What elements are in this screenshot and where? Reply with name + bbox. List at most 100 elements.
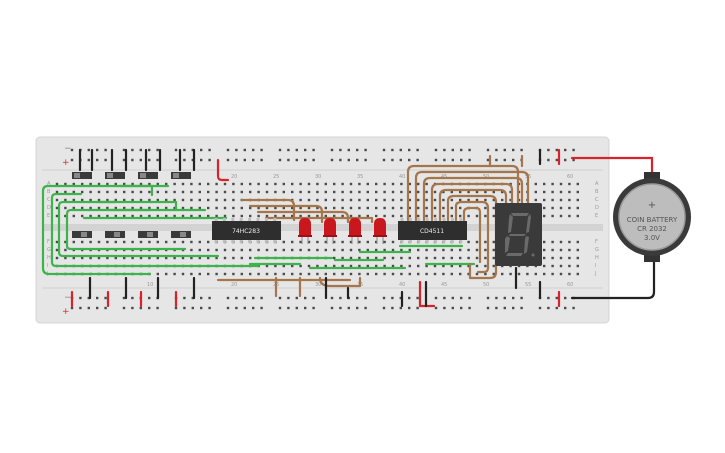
breadboard-hole[interactable] (148, 306, 151, 310)
breadboard-hole[interactable] (425, 264, 428, 268)
breadboard-hole[interactable] (450, 248, 453, 252)
switch-knob[interactable] (114, 232, 120, 237)
breadboard-hole[interactable] (341, 190, 344, 194)
breadboard-hole[interactable] (249, 272, 252, 276)
breadboard-hole[interactable] (55, 190, 59, 194)
breadboard-hole[interactable] (207, 182, 210, 186)
breadboard-hole[interactable] (425, 256, 428, 260)
breadboard-hole[interactable] (400, 264, 403, 268)
breadboard-hole[interactable] (551, 256, 554, 260)
breadboard-hole[interactable] (543, 206, 546, 210)
breadboard-hole[interactable] (568, 256, 571, 260)
breadboard-hole[interactable] (484, 240, 487, 244)
breadboard-hole[interactable] (122, 306, 126, 310)
breadboard-hole[interactable] (358, 182, 361, 186)
breadboard-hole[interactable] (304, 148, 307, 152)
breadboard-hole[interactable] (190, 256, 193, 260)
breadboard-hole[interactable] (223, 198, 227, 202)
breadboard-hole[interactable] (555, 306, 558, 310)
breadboard-hole[interactable] (64, 240, 67, 244)
breadboard-hole[interactable] (122, 296, 126, 300)
breadboard-hole[interactable] (391, 198, 395, 202)
breadboard-hole[interactable] (198, 256, 201, 260)
breadboard-hole[interactable] (79, 306, 82, 310)
breadboard-hole[interactable] (547, 306, 550, 310)
breadboard-hole[interactable] (399, 158, 402, 162)
breadboard-hole[interactable] (391, 240, 395, 244)
breadboard-hole[interactable] (96, 158, 99, 162)
breadboard-hole[interactable] (551, 264, 554, 268)
breadboard-hole[interactable] (375, 182, 378, 186)
breadboard-hole[interactable] (215, 214, 218, 218)
breadboard-hole[interactable] (274, 190, 277, 194)
breadboard-hole[interactable] (55, 214, 59, 218)
breadboard-hole[interactable] (72, 214, 75, 218)
breadboard-hole[interactable] (243, 296, 246, 300)
breadboard-hole[interactable] (89, 206, 92, 210)
breadboard-hole[interactable] (526, 272, 529, 276)
breadboard-hole[interactable] (291, 264, 294, 268)
breadboard-hole[interactable] (383, 198, 386, 202)
breadboard-hole[interactable] (364, 296, 367, 300)
breadboard-hole[interactable] (89, 190, 92, 194)
breadboard-hole[interactable] (114, 182, 117, 186)
breadboard-hole[interactable] (475, 214, 479, 218)
breadboard-hole[interactable] (265, 214, 269, 218)
breadboard-hole[interactable] (543, 264, 546, 268)
breadboard-hole[interactable] (433, 190, 437, 194)
breadboard-hole[interactable] (391, 256, 395, 260)
breadboard-hole[interactable] (324, 198, 327, 202)
breadboard-hole[interactable] (559, 240, 563, 244)
breadboard-hole[interactable] (450, 256, 453, 260)
breadboard-hole[interactable] (433, 214, 437, 218)
breadboard-hole[interactable] (492, 190, 495, 194)
breadboard-hole[interactable] (484, 248, 487, 252)
breadboard-hole[interactable] (249, 214, 252, 218)
breadboard-hole[interactable] (568, 248, 571, 252)
breadboard-hole[interactable] (366, 248, 369, 252)
breadboard-hole[interactable] (295, 148, 298, 152)
breadboard-hole[interactable] (443, 148, 446, 152)
breadboard-hole[interactable] (123, 190, 126, 194)
breadboard-hole[interactable] (559, 264, 563, 268)
breadboard-hole[interactable] (520, 296, 523, 300)
breadboard-hole[interactable] (198, 272, 201, 276)
breadboard-hole[interactable] (333, 198, 336, 202)
breadboard-hole[interactable] (139, 240, 143, 244)
breadboard-hole[interactable] (287, 296, 290, 300)
breadboard-hole[interactable] (572, 158, 575, 162)
breadboard-hole[interactable] (451, 306, 454, 310)
breadboard-hole[interactable] (512, 306, 515, 310)
breadboard-hole[interactable] (165, 214, 168, 218)
breadboard-hole[interactable] (114, 206, 117, 210)
breadboard-hole[interactable] (568, 190, 571, 194)
breadboard-hole[interactable] (96, 296, 99, 300)
breadboard-hole[interactable] (382, 148, 386, 152)
breadboard-hole[interactable] (295, 306, 298, 310)
breadboard-hole[interactable] (307, 248, 311, 252)
breadboard-hole[interactable] (81, 198, 84, 202)
breadboard-hole[interactable] (89, 214, 92, 218)
breadboard-hole[interactable] (433, 206, 437, 210)
breadboard-hole[interactable] (341, 214, 344, 218)
breadboard-hole[interactable] (131, 256, 134, 260)
breadboard-hole[interactable] (391, 296, 394, 300)
breadboard-hole[interactable] (366, 182, 369, 186)
breadboard-hole[interactable] (96, 306, 99, 310)
breadboard-hole[interactable] (183, 306, 186, 310)
breadboard-hole[interactable] (215, 206, 218, 210)
breadboard-hole[interactable] (307, 272, 311, 276)
breadboard-hole[interactable] (408, 272, 411, 276)
breadboard-hole[interactable] (486, 148, 490, 152)
breadboard-hole[interactable] (106, 182, 109, 186)
breadboard-hole[interactable] (364, 148, 367, 152)
breadboard-hole[interactable] (243, 306, 246, 310)
breadboard-hole[interactable] (433, 272, 437, 276)
breadboard-hole[interactable] (416, 158, 419, 162)
breadboard-hole[interactable] (417, 264, 420, 268)
breadboard-hole[interactable] (139, 306, 142, 310)
breadboard-hole[interactable] (333, 240, 336, 244)
breadboard-hole[interactable] (299, 190, 302, 194)
breadboard-hole[interactable] (257, 214, 260, 218)
breadboard-hole[interactable] (400, 256, 403, 260)
